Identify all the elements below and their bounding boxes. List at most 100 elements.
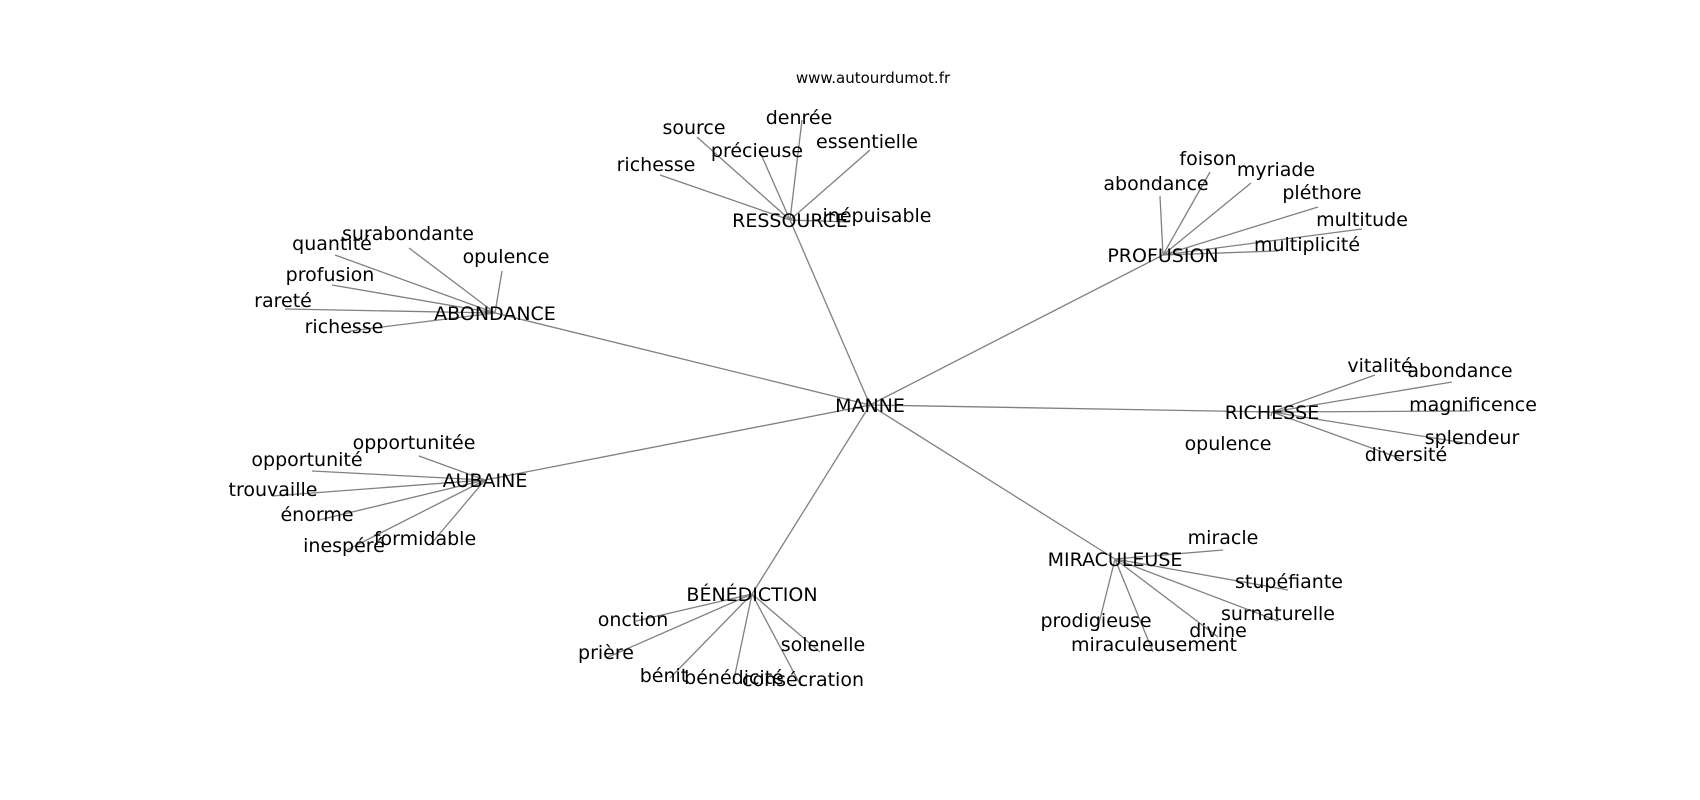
edge-hub-to-leaf [331, 284, 496, 314]
leaf-word: trouvaille [229, 479, 318, 501]
edge-hub-to-leaf [318, 479, 486, 521]
leaf-word: prière [578, 642, 634, 664]
edge-hub-to-leaf [1114, 549, 1224, 560]
edge-hub-to-leaf [605, 593, 753, 659]
leaf-word: quantité [292, 233, 372, 255]
leaf-word: opulence [1185, 433, 1272, 455]
edge-hub-to-leaf [1114, 558, 1219, 638]
leaf-word: prodigieuse [1040, 610, 1151, 632]
edge-hub-to-leaf [759, 151, 791, 221]
leaf-word: énorme [280, 504, 353, 526]
graph-edges [271, 119, 1472, 687]
leaf-word: inépuisable [823, 205, 932, 227]
leaf-word: richesse [305, 316, 384, 338]
leaf-word: surabondante [342, 223, 474, 245]
leaf-word: inespéré [303, 535, 385, 557]
edge-hub-to-leaf [1159, 195, 1164, 256]
edge-hub-to-leaf [334, 254, 496, 314]
edge-center-to-hub [751, 404, 871, 595]
leaf-word: opulence [463, 246, 550, 268]
leaf-word: miracle [1188, 527, 1259, 549]
edge-hub-to-leaf [494, 270, 503, 314]
leaf-word: profusion [286, 264, 375, 286]
edge-hub-to-leaf [1271, 374, 1376, 413]
edge-hub-to-leaf [1162, 206, 1319, 256]
leaf-word: précieuse [711, 140, 803, 162]
edge-hub-to-leaf [635, 593, 753, 622]
edge-hub-to-leaf [349, 312, 496, 332]
leaf-word: splendeur [1425, 427, 1520, 449]
edge-hub-to-leaf [1271, 381, 1453, 413]
leaf-word: foison [1179, 148, 1236, 170]
leaf-word: miraculeusement [1071, 634, 1237, 656]
edge-center-to-hub [484, 404, 871, 481]
hub-word: RESSOURCE [732, 210, 848, 232]
edge-hub-to-leaf [1271, 411, 1472, 445]
leaf-word: bénédicité [684, 667, 784, 689]
leaf-word: essentielle [816, 131, 918, 153]
leaf-word: bénit [640, 665, 689, 687]
edge-center-to-hub [494, 312, 871, 406]
edge-hub-to-leaf [659, 174, 791, 221]
edge-hub-to-leaf [284, 308, 496, 314]
edge-center-to-hub [869, 254, 1164, 406]
edge-center-to-hub [869, 404, 1273, 413]
leaf-word: opportunitée [353, 432, 476, 454]
edge-center-to-hub [789, 219, 871, 406]
leaf-word: myriade [1237, 159, 1315, 181]
edge-hub-to-leaf [418, 455, 486, 481]
hub-word: AUBAINE [443, 470, 528, 492]
leaf-word: denrée [766, 107, 833, 129]
hub-word: PROFUSION [1107, 245, 1218, 267]
leaf-word: vitalité [1347, 355, 1412, 377]
leaf-word: pléthore [1282, 182, 1361, 204]
edge-hub-to-leaf [311, 470, 486, 481]
edge-hub-to-leaf [669, 593, 753, 679]
center-word: MANNE [835, 395, 905, 417]
leaf-word: surnaturelle [1221, 603, 1335, 625]
hub-word: ABONDANCE [434, 303, 556, 325]
edge-hub-to-leaf [789, 149, 871, 221]
leaf-word: magnificence [1409, 394, 1537, 416]
edge-hub-to-leaf [1162, 171, 1211, 256]
edge-hub-to-leaf [1114, 558, 1154, 653]
leaf-word: formidable [374, 528, 476, 550]
leaf-word: opportunité [251, 449, 362, 471]
graph-labels: www.autourdumot.fr source denrée précieuse… [229, 69, 1537, 691]
leaf-word: diversité [1365, 444, 1447, 466]
leaf-word: stupéfiante [1235, 571, 1343, 593]
edge-hub-to-leaf [789, 119, 803, 221]
edge-hub-to-leaf [696, 136, 791, 221]
edge-hub-to-leaf [1162, 250, 1278, 256]
edge-hub-to-leaf [1162, 228, 1363, 256]
leaf-word: abondance [1103, 173, 1208, 195]
edge-hub-to-leaf [732, 593, 753, 685]
leaf-word: multiplicité [1254, 234, 1360, 256]
edge-hub-to-leaf [789, 219, 851, 223]
leaf-word: multitude [1316, 209, 1408, 231]
edge-center-to-hub [869, 404, 1116, 560]
edge-hub-to-leaf [1270, 411, 1273, 417]
edge-hub-to-leaf [346, 479, 486, 551]
edge-hub-to-leaf [1114, 558, 1279, 622]
edge-hub-to-leaf [1162, 182, 1252, 256]
hub-word: MIRACULEUSE [1048, 549, 1183, 571]
edge-hub-to-leaf [430, 479, 486, 545]
edge-hub-to-leaf [271, 479, 486, 497]
hub-word: RICHESSE [1225, 402, 1320, 424]
edge-hub-to-leaf [751, 593, 802, 687]
edge-hub-to-leaf [1114, 558, 1289, 591]
edge-hub-to-leaf [408, 247, 496, 314]
leaf-word: abondance [1407, 360, 1512, 382]
leaf-word: rareté [254, 290, 312, 312]
hub-word: BÉNÉDICTION [686, 583, 817, 606]
site-watermark: www.autourdumot.fr [796, 69, 951, 87]
edge-hub-to-leaf [1271, 410, 1471, 413]
leaf-word: consécration [742, 669, 864, 691]
edge-hub-to-leaf [1096, 558, 1116, 632]
leaf-word: onction [598, 609, 669, 631]
edge-hub-to-leaf [751, 593, 821, 653]
leaf-word: source [662, 117, 725, 139]
leaf-word: richesse [617, 154, 696, 176]
